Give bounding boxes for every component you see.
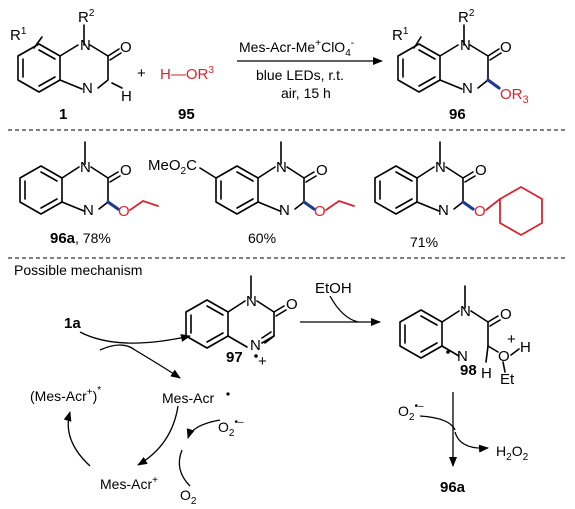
reaction-arrow: Mes-Acr-Me+ClO4- blue LEDs, r.t. air, 15… — [237, 38, 383, 101]
radical-cation-97: N N O 97 + — [185, 275, 298, 370]
adduct-98: N N O O + H H Et 98 — [399, 285, 531, 388]
example-ester-yield: 60% — [248, 230, 276, 246]
superoxide-cycle: O2•– — [218, 417, 244, 439]
adduct-n4: N — [457, 348, 468, 365]
radical-cation-label: 97 — [226, 349, 243, 366]
conditions-air: air, 15 h — [281, 85, 331, 101]
example-ester: MeO2C N N O O 60% — [148, 141, 355, 246]
reactant-1: N N O H R2 R1 1 — [10, 8, 132, 123]
etoh-label: EtOH — [315, 280, 352, 297]
product-r1: R1 — [392, 26, 409, 44]
catalytic-cycle: (Mes-Acr+)* Mes-Acr Mes-Acr+ O2•– O2 — [30, 331, 244, 507]
catalyst-text: Mes-Acr-Me+ClO4- — [239, 38, 354, 59]
ester-substituent: MeO2C — [148, 157, 197, 177]
product-or3: OR3 — [500, 86, 529, 106]
ex2-o-ether: O — [314, 203, 326, 220]
superoxide-final: O2•– — [398, 401, 424, 423]
radical-cation-charge: + — [258, 353, 267, 370]
conditions-light: blue LEDs, r.t. — [256, 67, 344, 83]
final-product-label: 96a — [440, 479, 466, 496]
oxygen-cycle: O2 — [180, 487, 197, 507]
ex1-o-ether: O — [118, 203, 130, 220]
ex3-o-carbonyl: O — [475, 162, 487, 179]
rc-n4: N — [250, 337, 261, 354]
atom-h: H — [121, 88, 132, 105]
catalyst-radical: Mes-Acr — [162, 390, 214, 406]
etoh-addition-arrow: EtOH — [300, 280, 381, 326]
ex2-n1: N — [276, 159, 287, 176]
product-atom-n4: N — [462, 80, 473, 97]
plus-sign: + — [137, 65, 146, 82]
ex1-o-carbonyl: O — [120, 162, 132, 179]
adduct-oh-h: H — [520, 339, 531, 356]
atom-n4: N — [82, 80, 93, 97]
alcohol-formula: H—OR3 — [160, 65, 214, 83]
example-96a-caption: 96a, 78% — [50, 230, 111, 247]
rc-n1: N — [246, 293, 257, 310]
ex3-n4: N — [438, 202, 449, 219]
adduct-o-carbonyl: O — [500, 306, 512, 323]
adduct-et: Et — [500, 371, 515, 388]
reactant-95: H—OR3 95 — [160, 65, 214, 123]
atom-o: O — [120, 39, 132, 56]
product-label: 96 — [449, 106, 466, 123]
adduct-n1: N — [460, 303, 471, 320]
ex3-o-ether: O — [474, 203, 486, 220]
reactant-1-label: 1 — [59, 106, 67, 123]
hydrogen-peroxide: H2O2 — [496, 443, 529, 463]
product-96: N N O OR3 R2 R1 96 — [392, 8, 529, 123]
example-cyclohexyl-yield: 71% — [410, 234, 438, 250]
mechanism-title: Possible mechanism — [14, 262, 142, 278]
product-r2: R2 — [458, 8, 475, 26]
ex3-n1: N — [435, 159, 446, 176]
ex1-n1: N — [80, 159, 91, 176]
adduct-ch-h: H — [481, 365, 492, 382]
example-cyclohexyl: N N O O 71% — [374, 141, 543, 250]
product-atom-n1: N — [460, 37, 471, 54]
product-atom-o: O — [500, 39, 512, 56]
ex2-o-carbonyl: O — [316, 162, 328, 179]
rc-o: O — [286, 296, 298, 313]
reactant-95-label: 95 — [178, 106, 195, 123]
r1-group: R1 — [10, 26, 27, 44]
catalyst-excited: (Mes-Acr+)* — [30, 385, 101, 404]
adduct-label: 98 — [460, 362, 477, 379]
adduct-o-ether: O — [498, 348, 510, 365]
adduct-plus: + — [507, 331, 516, 348]
ex2-n4: N — [279, 202, 290, 219]
atom-n1: N — [80, 37, 91, 54]
mech-start-1a: 1a — [64, 315, 81, 332]
ex1-n4: N — [83, 202, 94, 219]
r2-group: R2 — [78, 8, 95, 26]
catalyst-ground: Mes-Acr+ — [100, 475, 158, 492]
final-step: O2•– H2O2 96a — [398, 392, 529, 496]
example-96a: N N O O 96a, 78% — [19, 141, 159, 247]
